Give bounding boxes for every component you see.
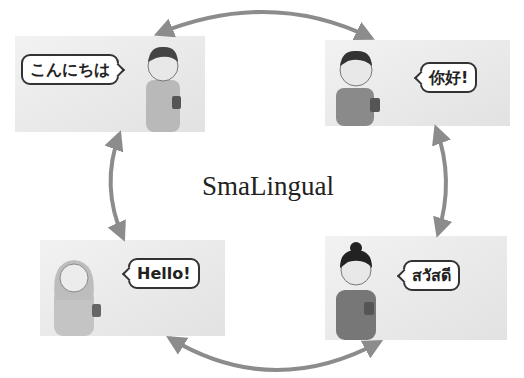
exchange-arrow [158, 12, 372, 38]
person-panel: 你好! [325, 40, 510, 126]
speech-bubble: สวัสดี [403, 260, 460, 291]
panel [325, 236, 507, 340]
person [54, 260, 101, 336]
person [336, 51, 380, 126]
speech-bubble: Hello! [128, 258, 200, 289]
panel [40, 240, 225, 336]
panel [325, 40, 510, 126]
app-name: SmaLingual [202, 171, 334, 202]
person-panel: สวัสดี [325, 236, 507, 340]
exchange-arrow [436, 128, 446, 234]
exchange-arrow [111, 134, 124, 238]
exchange-arrow [170, 338, 380, 370]
speech-bubble: こんにちは [21, 54, 119, 85]
person-panel: Hello! [40, 240, 225, 336]
person-panel: こんにちは [15, 36, 205, 132]
speech-bubble: 你好! [420, 62, 477, 93]
person [146, 47, 181, 132]
panel [15, 36, 205, 132]
person [336, 242, 376, 340]
